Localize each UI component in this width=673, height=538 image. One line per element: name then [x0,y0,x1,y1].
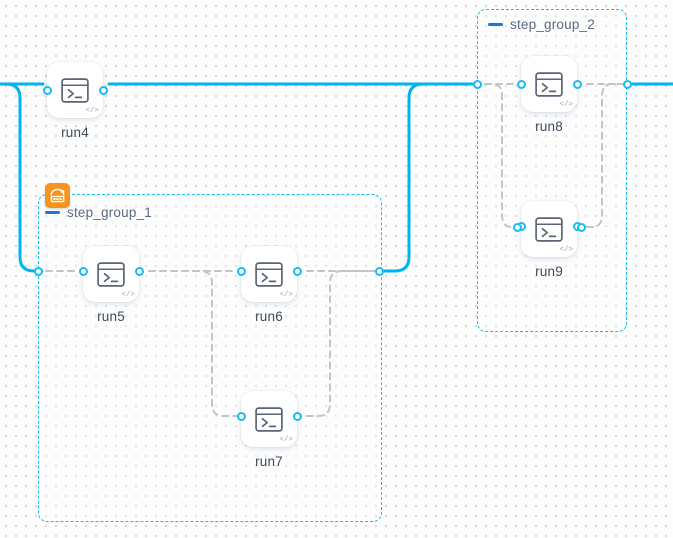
code-badge-icon: </> [279,435,293,444]
group2-input-port[interactable] [472,79,482,89]
group1-input-port[interactable] [33,266,43,276]
code-badge-icon: </> [121,290,135,299]
node-output-port[interactable] [134,266,144,276]
group2-output-port[interactable] [622,79,632,89]
node-card[interactable]: </> [516,201,582,257]
node-label: run7 [255,454,283,469]
node-input-port[interactable] [42,85,52,95]
node-label: run5 [97,309,125,324]
group2-lower-branch-input-port[interactable] [512,222,522,232]
group1-output-port[interactable] [374,266,384,276]
edge-left-group1in [0,82,44,273]
terminal-icon [535,216,563,242]
terminal-icon [61,77,89,103]
node-input-port[interactable] [516,79,526,89]
node-card[interactable]: </> [236,391,302,447]
node-input-port[interactable] [236,266,246,276]
node-input-port[interactable] [78,266,88,276]
group-label-text: step_group_1 [67,205,152,220]
node-output-port[interactable] [98,85,108,95]
node-card[interactable]: </> [236,246,302,302]
node-label: run4 [61,125,89,140]
code-badge-icon: </> [559,245,573,254]
node-label: run6 [255,309,283,324]
group-container-step-group-1[interactable] [38,194,382,522]
node-run9[interactable]: </> run9 [516,201,582,279]
node-card[interactable]: </> [78,246,144,302]
group2-lower-branch-output-port[interactable] [576,222,586,232]
node-label: run8 [535,119,563,134]
code-badge-icon: </> [279,290,293,299]
group-badge-step-group-1[interactable] [45,183,70,208]
node-label: run9 [535,264,563,279]
node-output-port[interactable] [292,411,302,421]
node-card[interactable]: </> [42,62,108,118]
group-label-text: step_group_2 [510,17,595,32]
terminal-icon [255,406,283,432]
lambda-function-icon [50,188,65,203]
group-label-step-group-2: step_group_2 [488,17,595,32]
terminal-icon [535,71,563,97]
node-run8[interactable]: </> run8 [516,56,582,134]
code-badge-icon: </> [559,100,573,109]
group-collapse-dash-icon[interactable] [45,211,60,214]
node-run5[interactable]: </> run5 [78,246,144,324]
node-run6[interactable]: </> run6 [236,246,302,324]
group-collapse-dash-icon[interactable] [488,23,503,26]
node-card[interactable]: </> [516,56,582,112]
terminal-icon [255,261,283,287]
node-input-port[interactable] [236,411,246,421]
node-run4[interactable]: </> run4 [42,62,108,140]
code-badge-icon: </> [85,106,99,115]
group-label-step-group-1: step_group_1 [45,205,152,220]
terminal-icon [97,261,125,287]
node-output-port[interactable] [292,266,302,276]
node-output-port[interactable] [572,79,582,89]
edge-group1out-group2in [381,82,475,273]
node-run7[interactable]: </> run7 [236,391,302,469]
